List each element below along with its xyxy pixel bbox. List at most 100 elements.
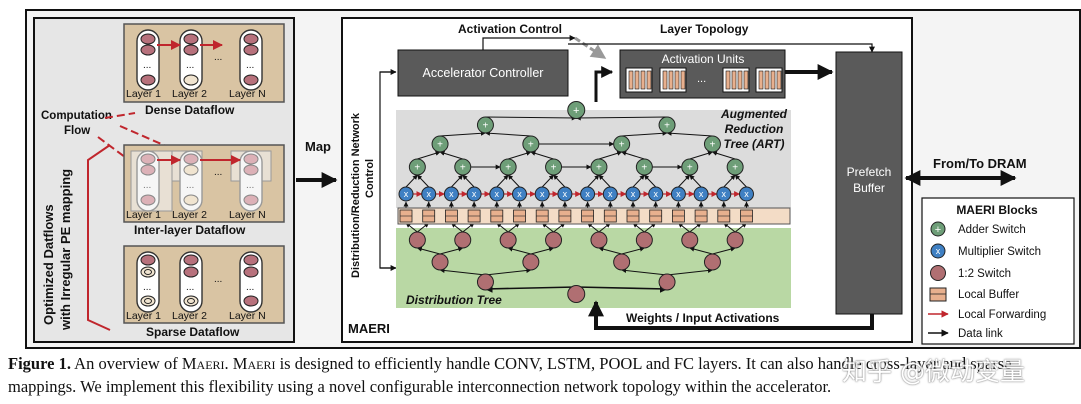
local-buffer: [717, 209, 731, 223]
caption-name-2: Maeri: [232, 354, 276, 373]
multiplier-switch: x: [512, 186, 527, 202]
dense-dataflow-caption: Dense Dataflow: [145, 103, 235, 117]
reduction-link: [632, 174, 645, 188]
reduction-link: [417, 150, 441, 160]
distribution-link: [689, 246, 713, 255]
distribution-link: [530, 246, 555, 255]
distribution-link: [712, 246, 736, 255]
reduction-link: [734, 174, 747, 188]
caption-text-c: is designed to efficiently handle CONV, …: [8, 354, 1012, 396]
art-to-activation-arrow: [594, 66, 614, 102]
adder-switch: +: [681, 158, 699, 176]
reduction-link: [508, 150, 532, 160]
art-label-1: Augmented: [720, 107, 788, 121]
one-two-switch: [681, 231, 699, 249]
reduction-link: [507, 174, 520, 188]
svg-text:x: x: [608, 189, 613, 199]
svg-text:+: +: [619, 140, 625, 151]
adder-switch: +: [613, 135, 631, 153]
svg-text:...: ...: [214, 274, 222, 285]
art-label-3: Tree (ART): [724, 137, 785, 151]
adder-switch: +: [635, 158, 653, 176]
local-buffer: [626, 209, 640, 223]
legend-label-multiplier: Multiplier Switch: [958, 246, 1041, 258]
one-two-switch: [590, 231, 608, 249]
legend-title: MAERI Blocks: [956, 203, 1038, 217]
dram-label: From/To DRAM: [933, 156, 1027, 171]
one-two-switch: [408, 231, 426, 249]
svg-text:+: +: [528, 140, 534, 151]
accelerator-controller: [397, 49, 569, 97]
dense-layer-n-label: Layer N: [229, 88, 266, 100]
inter-layer-dataflow-caption: Inter-layer Dataflow: [134, 223, 246, 237]
local-buffer: [467, 209, 481, 223]
sparse-layer-1-label: Layer 1: [126, 310, 161, 322]
svg-text:...: ...: [143, 60, 151, 71]
adder-switch: +: [590, 158, 608, 176]
multiplier-switch: x: [534, 186, 550, 202]
distribution-link: [621, 246, 645, 255]
distribution-tree-label: Distribution Tree: [406, 293, 502, 307]
adder-switch: +: [522, 135, 540, 153]
caption-text-a: An overview of: [70, 354, 182, 373]
reduction-link: [541, 174, 554, 188]
prefetch-buffer-label-2: Buffer: [853, 181, 885, 195]
legend-label-forwarding: Local Forwarding: [958, 309, 1046, 321]
reduction-link: [553, 174, 566, 188]
sparse-layer-2-label: Layer 2: [172, 310, 207, 322]
svg-text:+: +: [710, 140, 716, 151]
svg-text:+: +: [551, 163, 557, 174]
multiplier-switch: x: [466, 186, 482, 202]
dense-dataflow-group: ... ... ... ... Layer 1 Layer 2: [123, 23, 285, 117]
adder-switch: +: [726, 158, 744, 176]
reduction-link: [587, 174, 600, 188]
svg-text:+: +: [414, 163, 420, 174]
multiplier-switch: x: [625, 186, 641, 202]
one-two-switch: [545, 231, 563, 249]
one-two-switch: [658, 273, 676, 291]
svg-text:x: x: [722, 189, 727, 199]
layer-topology-label: Layer Topology: [660, 22, 749, 36]
one-two-switch: [635, 231, 653, 249]
adder-switch: +: [476, 116, 494, 134]
adder-switch-icon: [930, 221, 946, 237]
svg-text:+: +: [596, 163, 602, 174]
svg-text:...: ...: [143, 282, 151, 293]
svg-text:x: x: [585, 189, 590, 199]
figure-caption: Figure 1. An overview of Maeri. Maeri is…: [8, 352, 1076, 398]
reduction-link: [598, 174, 611, 188]
svg-text:+: +: [732, 163, 738, 174]
inter-layer-n-label: Layer N: [229, 209, 266, 221]
svg-text:x: x: [699, 189, 704, 199]
svg-text:+: +: [437, 140, 443, 151]
maeri-label: MAERI: [348, 321, 390, 336]
computation-flow-arrow: [87, 144, 111, 331]
root-one-two-switch: [567, 285, 586, 303]
distribution-link: [439, 268, 486, 276]
svg-text:+: +: [483, 121, 489, 132]
svg-text:x: x: [563, 189, 568, 199]
multiplier-switch: x: [739, 186, 754, 202]
reduction-link: [621, 130, 668, 137]
panel-title-line-2: with Irregular PE mapping: [58, 169, 73, 331]
legend: MAERI Blocks + Adder Switch x Multiplier…: [921, 197, 1075, 345]
local-buffer-row: [397, 207, 791, 225]
svg-text:x: x: [426, 189, 431, 199]
inter-layer-1: ...: [136, 150, 160, 212]
multiplier-switch: x: [670, 186, 686, 202]
sparse-layer-n: ...: [239, 251, 263, 313]
svg-text:...: ...: [246, 60, 254, 71]
distribution-link: [507, 246, 531, 255]
one-two-switch: [703, 253, 721, 271]
dense-layer-2-label: Layer 2: [172, 88, 207, 100]
svg-text:x: x: [517, 189, 522, 199]
dataflow-panel: Optimized Datflows with Irregular PE map…: [33, 17, 295, 343]
local-buffer: [422, 209, 436, 223]
distribution-control-label-1: Distribution/Reduction Network: [350, 112, 362, 278]
caption-text-b: .: [224, 354, 233, 373]
sparse-layer-1: ...: [136, 251, 160, 313]
adder-switch: +: [499, 158, 517, 176]
multiplier-switch: x: [557, 186, 573, 202]
caption-figure-label: Figure 1.: [8, 354, 71, 373]
root-adder-switch: +: [567, 101, 586, 119]
